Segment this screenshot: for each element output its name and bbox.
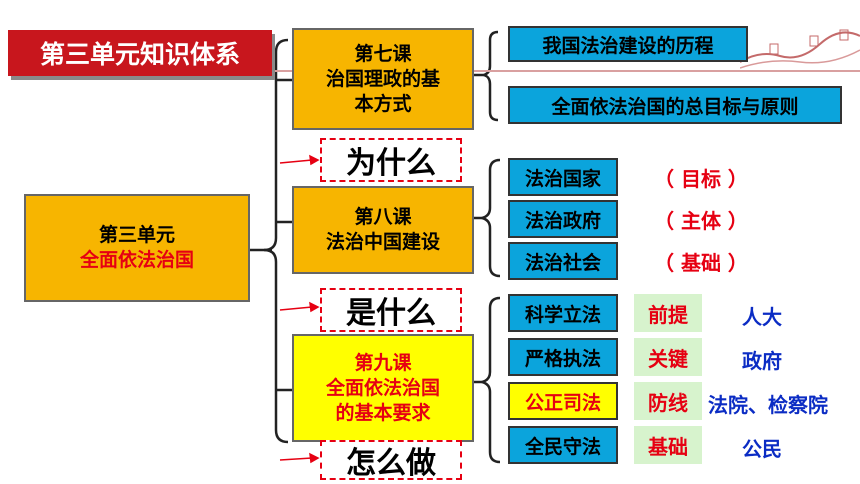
lesson8-role-goal: （ 目标 ）	[654, 167, 748, 191]
lesson8-item-country: 法治国家	[508, 158, 618, 196]
lesson9-subject-npc: 人大	[742, 305, 782, 329]
lesson8-role-basis: （ 基础 ）	[654, 251, 748, 275]
lesson9-tag-premise: 前提	[634, 294, 702, 332]
lesson9-subject-citizens: 公民	[742, 437, 782, 461]
lesson8-bracket	[481, 158, 501, 278]
lesson7-item-history: 我国法治建设的历程	[508, 26, 748, 62]
lesson-7-line1: 第七课	[354, 42, 412, 65]
question-why: 为什么	[320, 138, 462, 182]
lesson8-item-government: 法治政府	[508, 200, 618, 238]
lesson9-tag-key: 关键	[634, 338, 702, 376]
lesson8-role-subject: （ 主体 ）	[654, 209, 748, 233]
question-arrows	[279, 154, 320, 464]
lesson9-item-legislation: 科学立法	[508, 294, 618, 332]
lesson7-bracket	[480, 30, 499, 122]
lesson9-tag-basis: 基础	[634, 426, 702, 464]
lesson-9-box: 第九课 全面依法治国 的基本要求	[292, 334, 474, 442]
lesson-9-line3: 的基本要求	[335, 401, 431, 424]
lesson9-subject-courts: 法院、检察院	[708, 393, 828, 417]
root-line1: 第三单元	[98, 224, 175, 246]
page-title: 第三单元知识体系	[8, 30, 272, 76]
question-what: 是什么	[320, 288, 462, 332]
decorative-divider	[272, 70, 860, 72]
lesson9-item-compliance: 全民守法	[508, 426, 618, 464]
great-wall-decoration	[740, 29, 860, 69]
lesson-8-line2: 法治中国建设	[325, 231, 440, 253]
lesson8-item-society: 法治社会	[508, 242, 618, 280]
lesson-8-box: 第八课 法治中国建设	[292, 186, 474, 274]
lesson7-item-goal-principle: 全面依法治国的总目标与原则	[508, 86, 842, 124]
lesson9-subject-government: 政府	[742, 349, 782, 373]
lesson9-bracket	[481, 296, 501, 464]
lesson-9-line2: 全面依法治国	[325, 376, 440, 399]
lesson9-item-justice: 公正司法	[508, 382, 618, 420]
lesson-7-line3: 本方式	[354, 92, 412, 115]
lesson9-tag-defense: 防线	[634, 382, 702, 420]
root-node: 第三单元 全面依法治国	[24, 194, 250, 302]
lesson-7-line2: 治国理政的基	[325, 67, 440, 90]
lesson-9-line1: 第九课	[354, 351, 412, 374]
root-line2: 全面依法治国	[79, 249, 194, 271]
lesson-8-line1: 第八课	[354, 206, 412, 228]
main-bracket	[263, 38, 289, 444]
question-how: 怎么做	[320, 440, 462, 481]
lesson-7-box: 第七课 治国理政的基 本方式	[292, 28, 474, 130]
lesson9-item-enforcement: 严格执法	[508, 338, 618, 376]
